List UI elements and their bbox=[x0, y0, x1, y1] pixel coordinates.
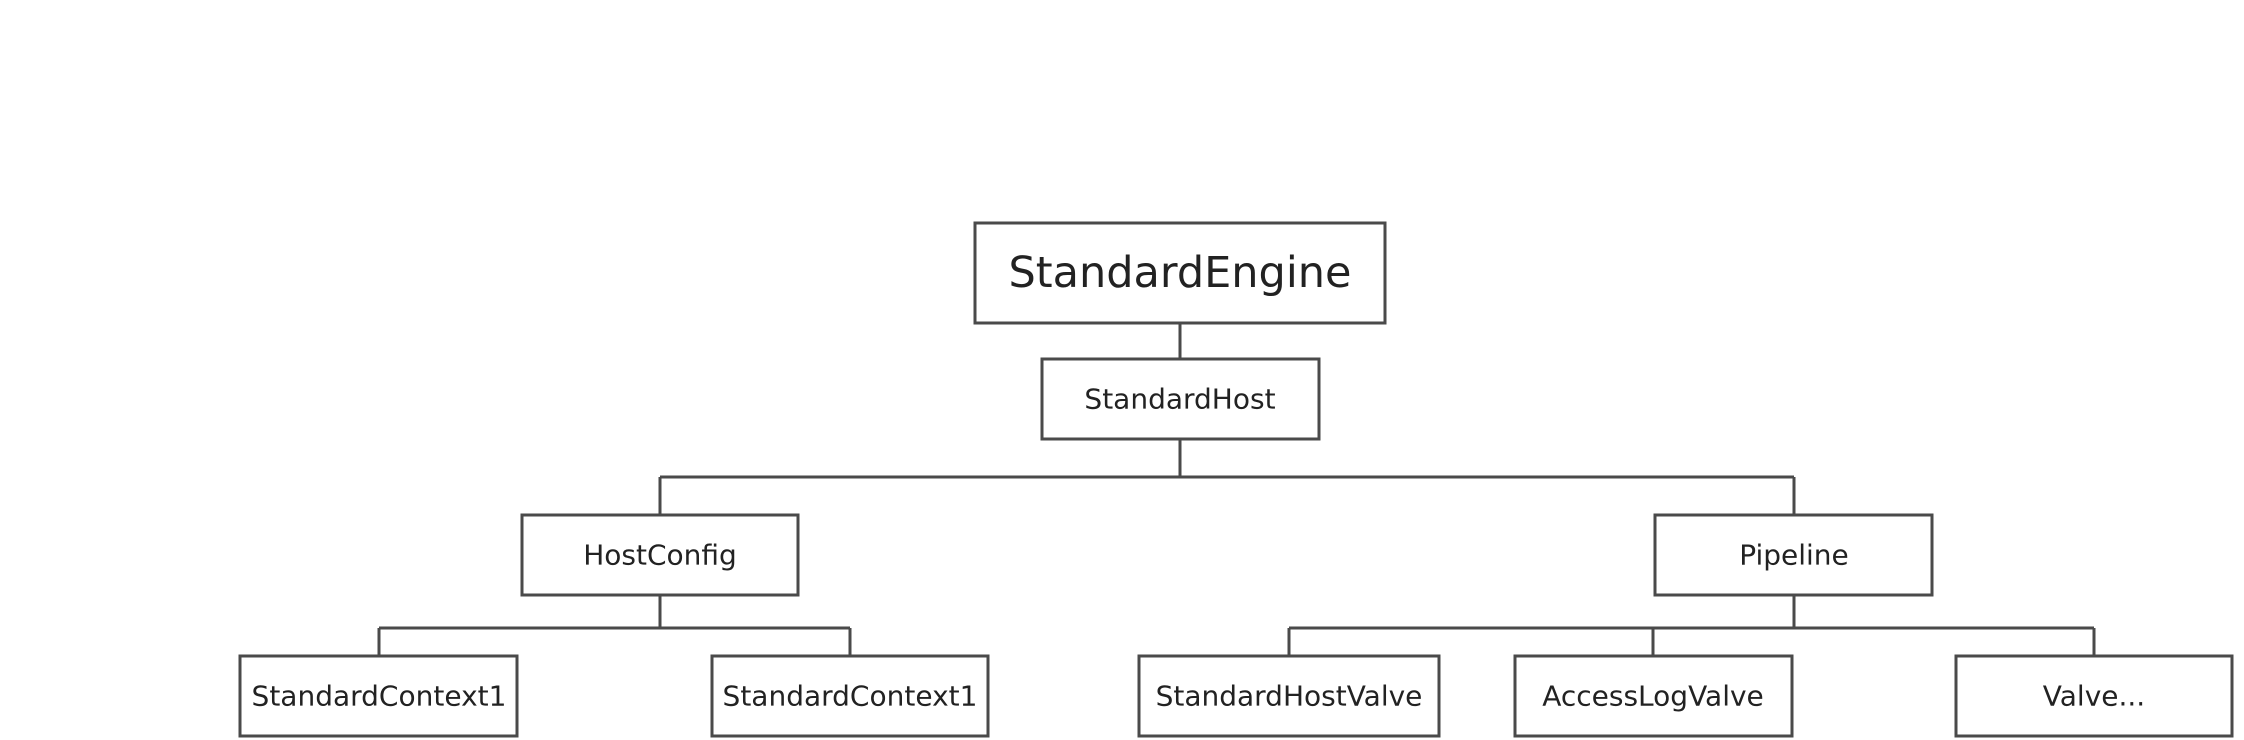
node-label-standard-engine: StandardEngine bbox=[1009, 248, 1352, 298]
node-label-standard-host-valve: StandardHostValve bbox=[1156, 680, 1423, 713]
node-label-pipeline: Pipeline bbox=[1739, 539, 1849, 572]
node-label-host-config: HostConfig bbox=[583, 539, 737, 572]
node-valve-more: Valve... bbox=[1954, 654, 2234, 738]
node-standard-host-valve: StandardHostValve bbox=[1137, 654, 1441, 738]
node-label-standard-context-1: StandardContext1 bbox=[252, 680, 507, 713]
connector-hostconfig-children bbox=[377, 595, 852, 656]
connectors bbox=[377, 323, 2096, 656]
connector-pipeline-children bbox=[1287, 595, 2096, 656]
node-access-log-valve: AccessLogValve bbox=[1513, 654, 1794, 738]
node-host-config: HostConfig bbox=[520, 513, 800, 597]
node-label-access-log-valve: AccessLogValve bbox=[1542, 680, 1764, 713]
node-standard-host: StandardHost bbox=[1040, 357, 1321, 441]
node-standard-context-2: StandardContext1 bbox=[710, 654, 990, 738]
node-label-valve-more: Valve... bbox=[2043, 680, 2145, 713]
node-label-standard-context-2: StandardContext1 bbox=[723, 680, 978, 713]
connector-host-children bbox=[658, 439, 1796, 515]
node-pipeline: Pipeline bbox=[1653, 513, 1934, 597]
node-standard-context-1: StandardContext1 bbox=[238, 654, 519, 738]
node-standard-engine: StandardEngine bbox=[973, 221, 1387, 325]
node-label-standard-host: StandardHost bbox=[1084, 383, 1275, 416]
